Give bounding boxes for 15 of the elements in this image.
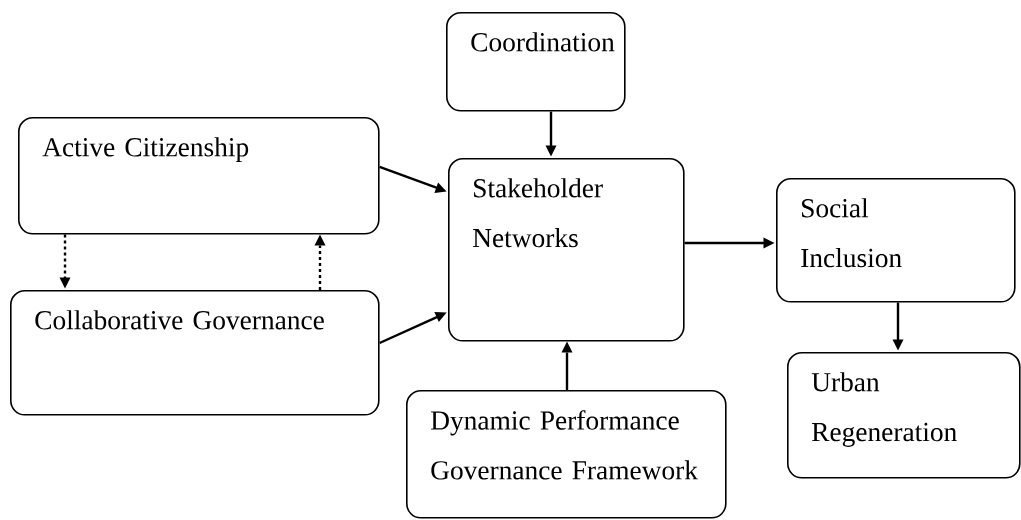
process-box: Active Citizenship	[18, 117, 380, 235]
process-box: Dynamic Performance Governance Framework	[406, 390, 727, 519]
process-box: Coordination	[446, 12, 626, 112]
process-box: Collaborative Governance	[10, 290, 380, 416]
arrow	[379, 165, 447, 193]
arrow	[59, 234, 71, 289]
arrow	[561, 341, 573, 390]
arrow	[545, 111, 557, 157]
process-box: Stakeholder Networks	[448, 158, 685, 342]
arrow	[379, 312, 447, 345]
process-box: Social Inclusion	[776, 178, 1016, 303]
arrow	[892, 302, 904, 351]
arrow	[684, 237, 775, 249]
arrow	[314, 234, 326, 290]
process-box: Urban Regeneration	[787, 352, 1021, 479]
